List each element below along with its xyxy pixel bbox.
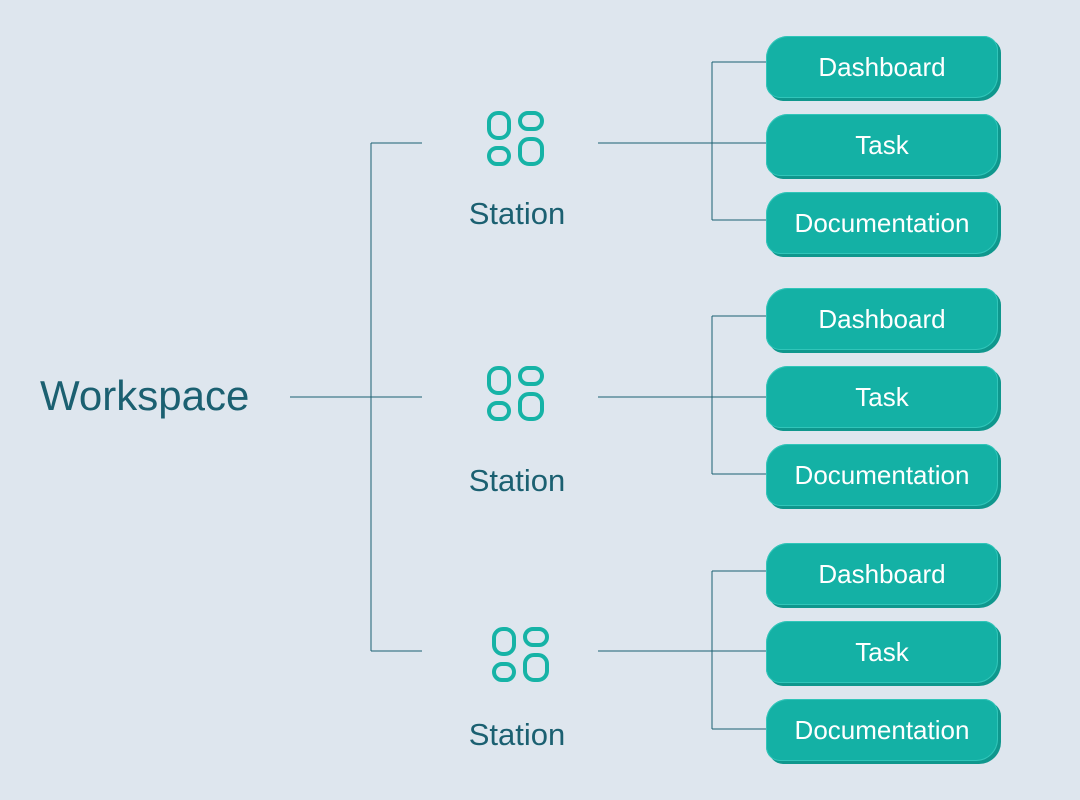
- documentation-button[interactable]: Documentation: [766, 444, 998, 506]
- documentation-button[interactable]: Documentation: [766, 192, 998, 254]
- apps-grid-icon: [487, 366, 544, 421]
- dashboard-button[interactable]: Dashboard: [766, 543, 998, 605]
- apps-grid-icon: [487, 111, 544, 166]
- task-button[interactable]: Task: [766, 366, 998, 428]
- station-label: Station: [468, 196, 566, 231]
- station-label: Station: [468, 463, 566, 498]
- dashboard-button[interactable]: Dashboard: [766, 288, 998, 350]
- documentation-button[interactable]: Documentation: [766, 699, 998, 761]
- apps-grid-icon: [492, 627, 549, 682]
- station-label: Station: [468, 717, 566, 752]
- dashboard-button[interactable]: Dashboard: [766, 36, 998, 98]
- workspace-label: Workspace: [40, 372, 250, 419]
- task-button[interactable]: Task: [766, 621, 998, 683]
- task-button[interactable]: Task: [766, 114, 998, 176]
